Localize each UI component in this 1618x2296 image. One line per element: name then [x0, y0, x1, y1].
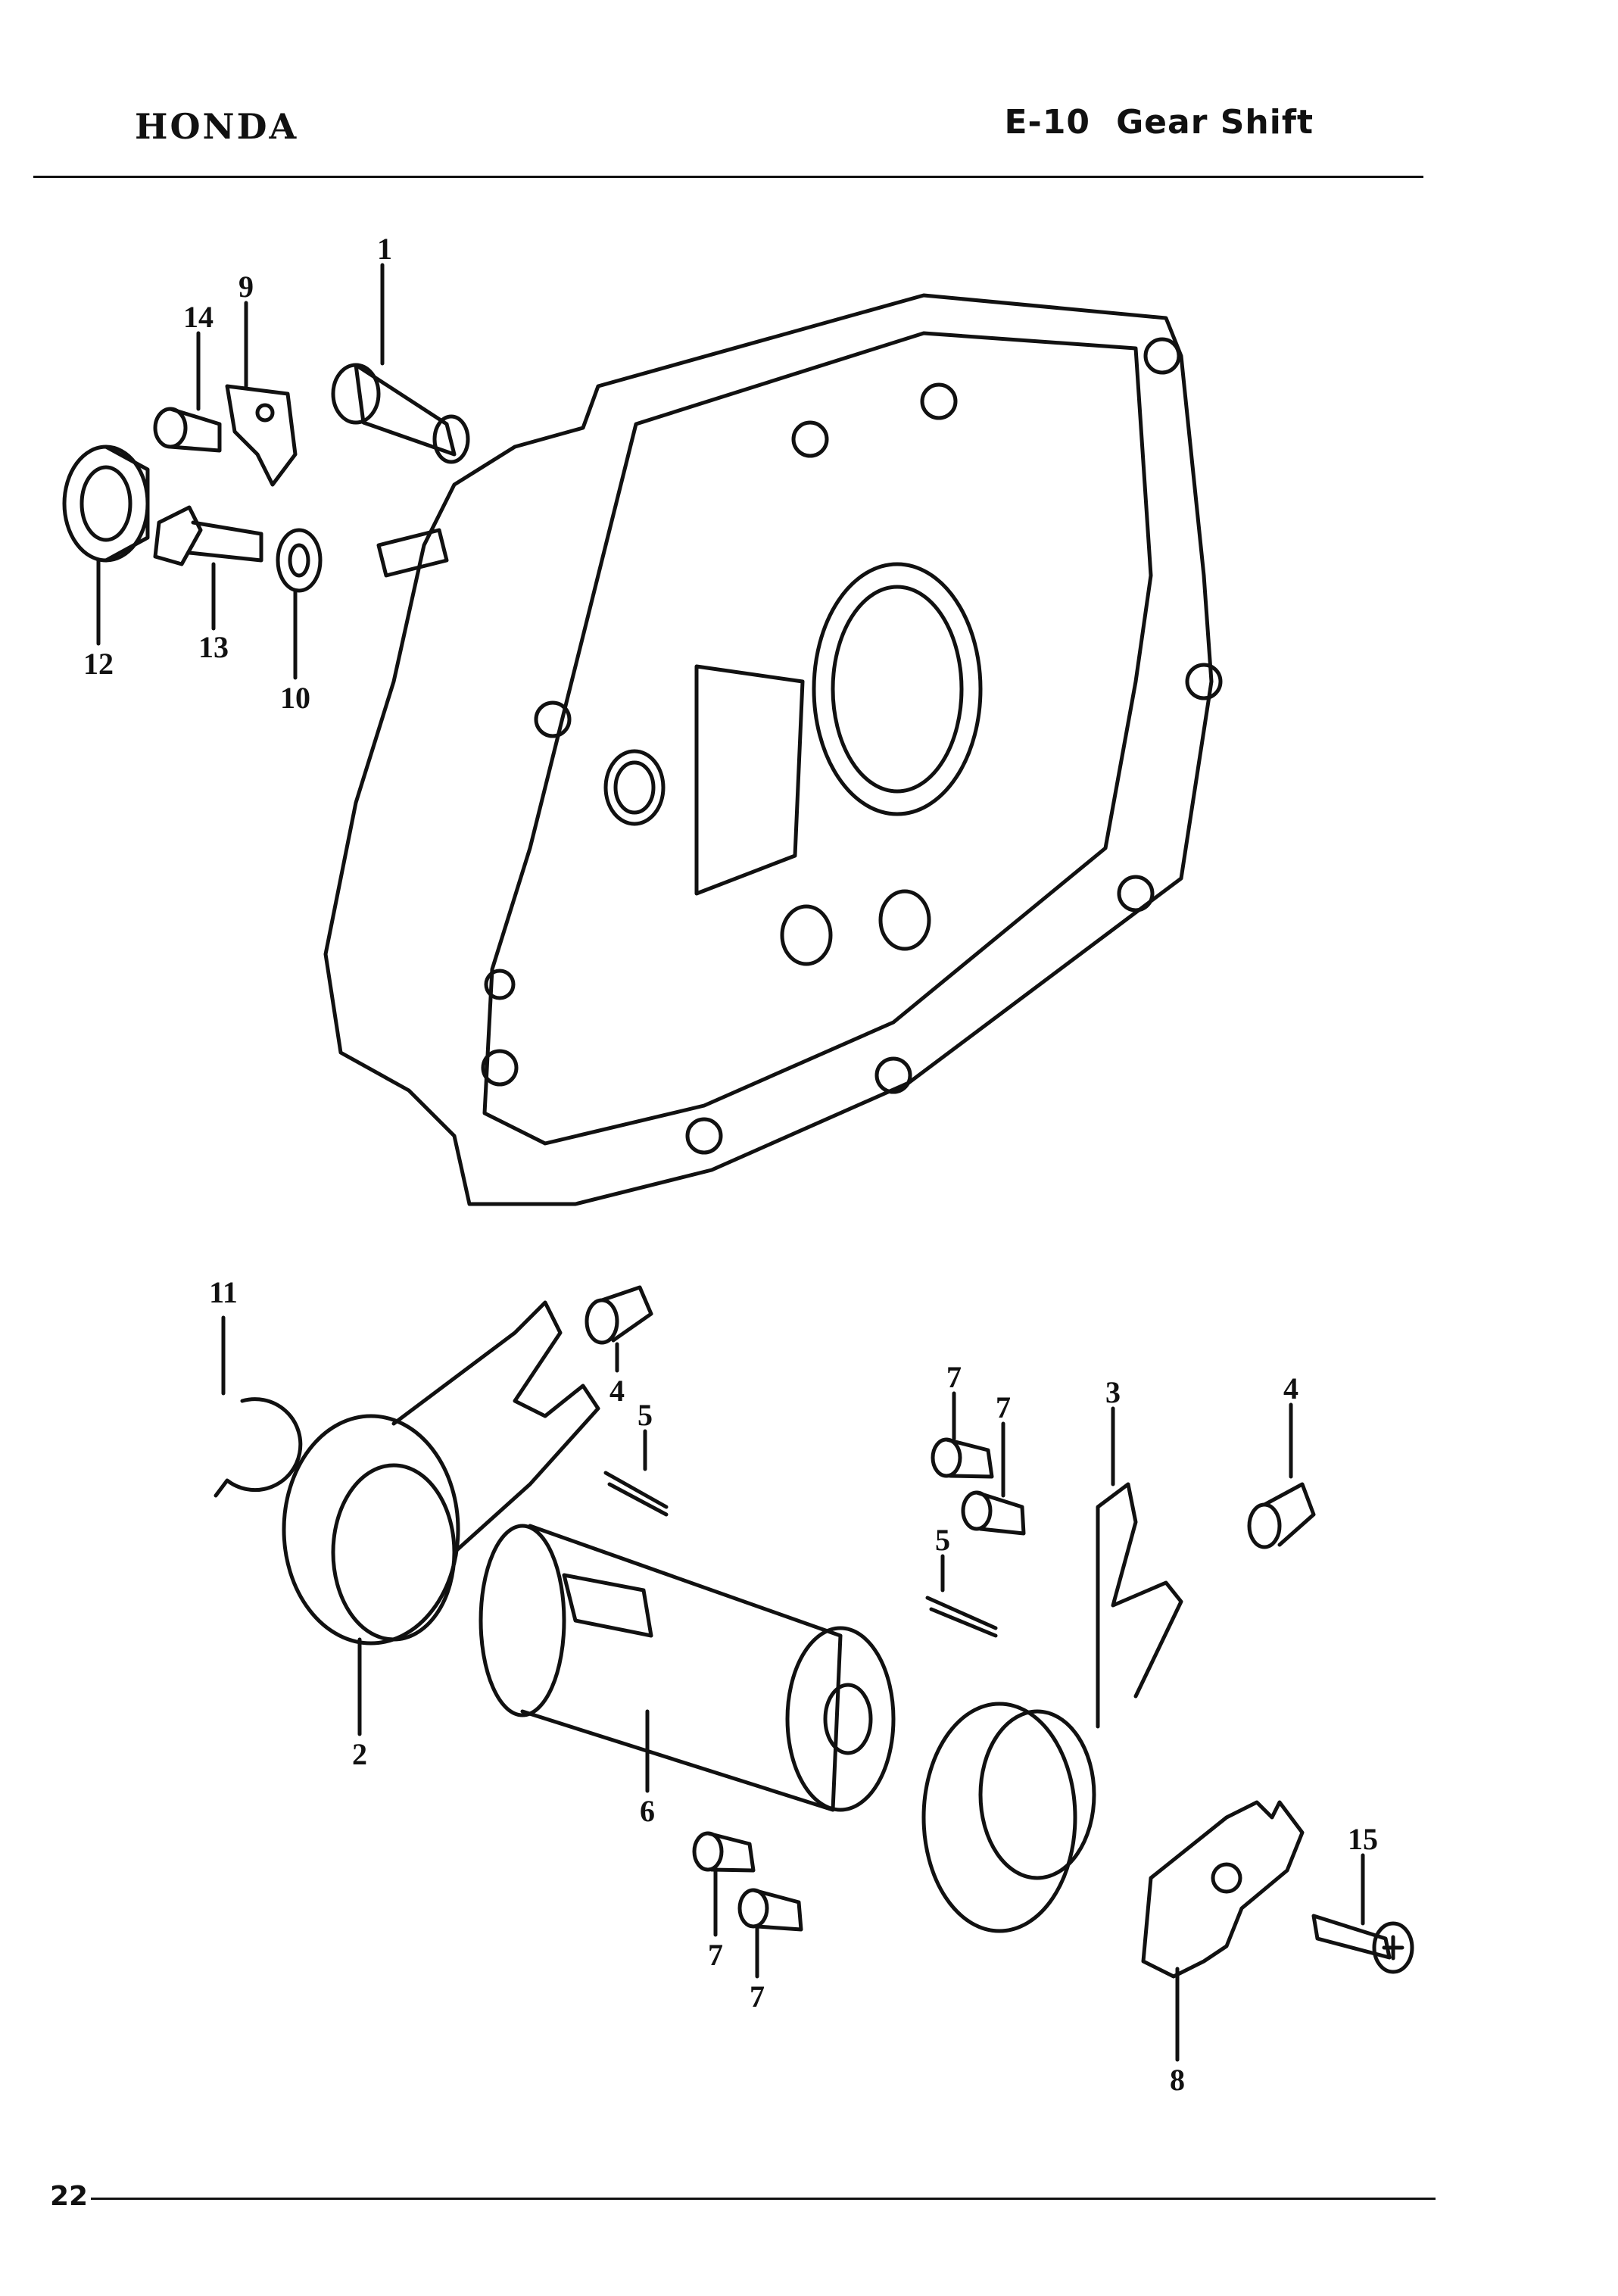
part-5b-illustration — [925, 1554, 998, 1638]
part-13-illustration — [153, 505, 263, 631]
callout-15: 15 — [1348, 1822, 1378, 1856]
callout-1: 1 — [377, 232, 392, 266]
callout-5-left: 5 — [638, 1398, 653, 1432]
callout-8: 8 — [1170, 2063, 1185, 2097]
crankcase-illustration — [323, 293, 1223, 1206]
part-7c-illustration — [692, 1831, 756, 1937]
part-11-illustration — [214, 1315, 303, 1498]
callout-7-upper-a: 7 — [946, 1360, 962, 1394]
callout-4-left: 4 — [609, 1374, 625, 1408]
part-7b-illustration — [961, 1421, 1026, 1536]
part-2-illustration — [282, 1300, 600, 1736]
callout-3: 3 — [1105, 1375, 1121, 1409]
section-code: E-10 — [1004, 103, 1091, 142]
part-4b-illustration — [1247, 1402, 1316, 1549]
part-3-illustration — [921, 1406, 1183, 1933]
callout-12: 12 — [83, 647, 114, 681]
callout-7-upper-b: 7 — [996, 1390, 1011, 1424]
callout-7-lower-a: 7 — [708, 1938, 723, 1972]
part-8-illustration — [1141, 1800, 1305, 2062]
callout-4-right: 4 — [1283, 1371, 1298, 1405]
brand-logo: HONDA — [135, 106, 299, 147]
part-6-illustration — [479, 1524, 896, 1812]
callout-2: 2 — [352, 1737, 367, 1771]
callout-13: 13 — [198, 630, 229, 664]
callout-14: 14 — [183, 300, 214, 334]
footer-rule — [91, 2198, 1436, 2200]
part-1-illustration — [331, 263, 470, 464]
callout-5-right: 5 — [935, 1523, 950, 1557]
part-14-illustration — [153, 331, 222, 453]
part-7d-illustration — [737, 1888, 803, 1979]
callout-9: 9 — [238, 270, 254, 304]
callout-10: 10 — [280, 681, 310, 715]
part-5a-illustration — [603, 1429, 669, 1517]
part-12-illustration — [62, 445, 150, 646]
callout-6: 6 — [640, 1794, 655, 1828]
part-4a-illustration — [585, 1285, 653, 1373]
callout-7-lower-b: 7 — [750, 1979, 765, 2014]
section-heading: E-10 Gear Shift — [1005, 103, 1314, 142]
page-number: 22 — [50, 2181, 89, 2212]
part-10-illustration — [276, 528, 323, 680]
part-7a-illustration — [931, 1391, 994, 1479]
header-rule — [33, 176, 1423, 178]
part-15-illustration — [1311, 1853, 1414, 1974]
part-9-illustration — [225, 301, 298, 487]
section-title: Gear Shift — [1116, 103, 1314, 142]
callout-11: 11 — [209, 1275, 238, 1309]
